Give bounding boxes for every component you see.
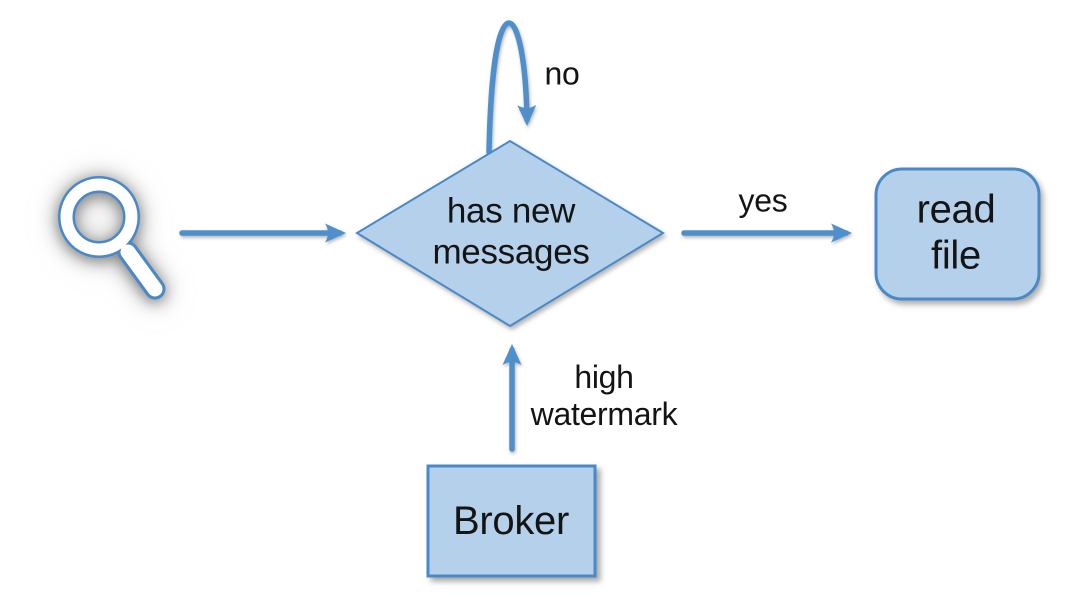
decision-diamond [355, 139, 665, 328]
read-file-label: read file [916, 187, 996, 278]
arrow-no-self-loop [486, 20, 537, 155]
read-file-box [874, 167, 1041, 301]
yes-edge-label: yes [738, 182, 788, 219]
broker-label: Broker [452, 498, 570, 543]
broker-box [426, 464, 597, 578]
decision-label: has new messages [432, 191, 590, 271]
no-edge-label: no [544, 55, 580, 92]
high-watermark-edge-label: high watermark [530, 358, 678, 432]
magnifier-icon [58, 176, 166, 300]
